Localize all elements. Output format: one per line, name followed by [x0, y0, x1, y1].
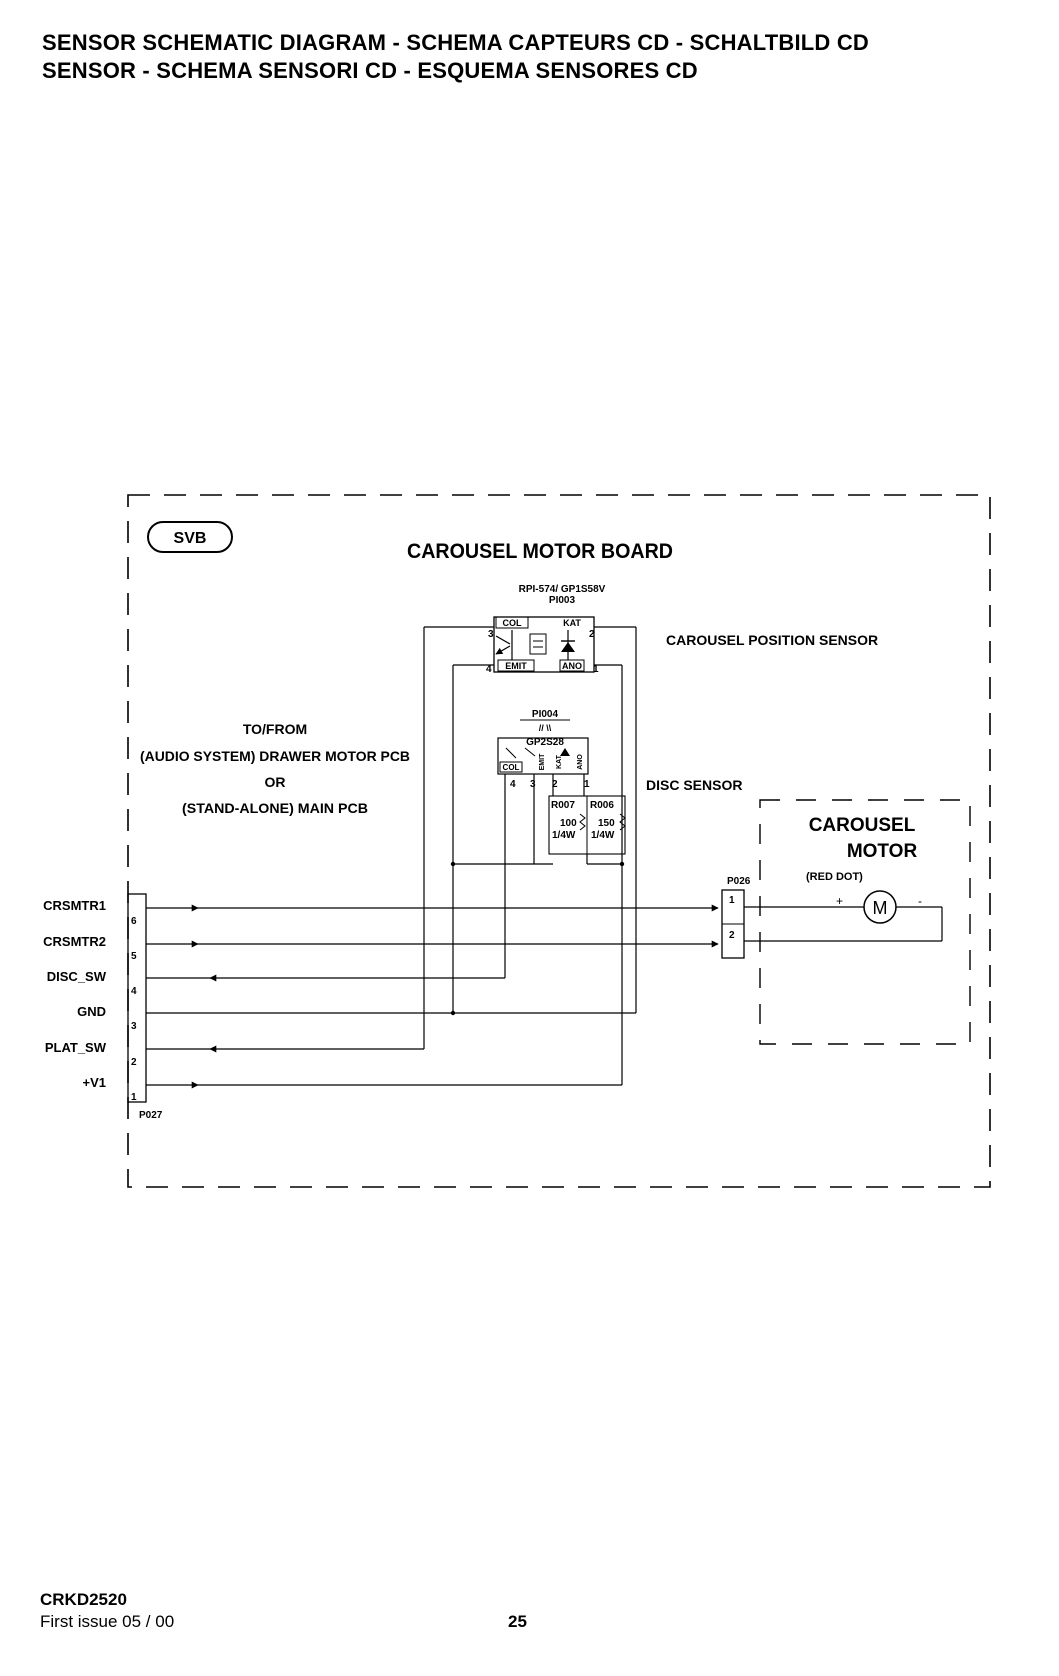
pi004-emit-label: EMIT: [539, 753, 546, 770]
pi003-col-label: COL: [503, 618, 523, 628]
motor-outline: [759, 799, 971, 1045]
interface-line-3: OR: [265, 774, 286, 790]
resistor-r006-ref: R006: [590, 800, 614, 811]
interface-line-2: (AUDIO SYSTEM) DRAWER MOTOR PCB: [140, 748, 410, 764]
disc-sensor-ref: PI004: [532, 709, 559, 720]
pi004-pin-3: 3: [530, 779, 536, 790]
wire-junctions: [450, 861, 625, 1016]
pi004-col-label: COL: [503, 763, 520, 772]
motor-minus: -: [918, 894, 922, 908]
p027-pin-4: 4: [131, 986, 137, 997]
p026-ref: P026: [727, 876, 751, 887]
position-sensor-part-numbers: RPI-574/ GP1S58V: [519, 584, 606, 595]
interface-line-1: TO/FROM: [243, 721, 307, 737]
position-sensor-pi003: RPI-574/ GP1S58V PI003 COL KAT EMIT ANO …: [486, 584, 606, 675]
svb-badge: SVB: [147, 521, 233, 553]
motor-title-line-1: CAROUSEL: [809, 815, 916, 836]
p027-pin-5: 5: [131, 951, 137, 962]
resistor-r006-value: 150: [598, 818, 615, 829]
footer-issue: First issue 05 / 00: [40, 1612, 175, 1631]
connector-p027: P027 CRSMTR1 CRSMTR2 DISC_SW GND PLAT_SW…: [43, 893, 163, 1121]
page-title-line-1: SENSOR SCHEMATIC DIAGRAM - SCHEMA CAPTEU…: [42, 30, 870, 55]
wiring: [146, 626, 719, 1089]
p026-pin-2: 2: [729, 930, 735, 941]
p027-pin-3: 3: [131, 1021, 137, 1032]
p027-ref: P027: [139, 1110, 163, 1121]
position-sensor-ref: PI003: [549, 595, 576, 606]
resistor-r007-power: 1/4W: [552, 830, 576, 841]
signal-gnd-label: GND: [77, 1004, 106, 1019]
motor-note: (RED DOT): [806, 871, 863, 883]
resistors: R007 R006 100 150 1/4W 1/4W: [548, 795, 626, 855]
signal-plat-sw-label: PLAT_SW: [45, 1040, 107, 1055]
pi003-kat-label: KAT: [563, 618, 581, 628]
pi003-emit-label: EMIT: [505, 661, 527, 671]
signal-crsmtr1-label: CRSMTR1: [43, 898, 106, 913]
resistor-r006-power: 1/4W: [591, 830, 615, 841]
signal-disc-sw-label: DISC_SW: [47, 969, 107, 984]
pi003-pin-1: 1: [593, 664, 599, 675]
signal-v1-label: +V1: [83, 1075, 107, 1090]
pi004-pin-1: 1: [584, 779, 590, 790]
pi003-pin-2: 2: [589, 629, 595, 640]
p026-pin-1: 1: [729, 895, 735, 906]
svg-text:// \\: // \\: [539, 723, 552, 733]
motor-plus: +: [836, 894, 843, 908]
disc-sensor-part: GP2S28: [526, 737, 564, 748]
page-title-line-2: SENSOR - SCHEMA SENSORI CD - ESQUEMA SEN…: [42, 58, 698, 83]
pi004-kat-label: KAT: [556, 754, 563, 769]
motor-title-line-2: MOTOR: [847, 841, 918, 862]
disc-sensor-pi004: PI004 // \\ GP2S28 COL EMIT KAT ANO 4 3 …: [497, 709, 590, 790]
disc-sensor-label: DISC SENSOR: [646, 777, 742, 793]
pi003-ano-label: ANO: [562, 661, 582, 671]
p027-pin-6: 6: [131, 916, 137, 927]
pi004-ano-label: ANO: [577, 754, 584, 770]
pi003-pin-4: 4: [486, 664, 492, 675]
interface-text: TO/FROM (AUDIO SYSTEM) DRAWER MOTOR PCB …: [140, 721, 410, 816]
svb-badge-label: SVB: [174, 530, 207, 547]
footer-model: CRKD2520: [40, 1590, 127, 1609]
resistor-r007-ref: R007: [551, 800, 575, 811]
p027-pin-1: 1: [131, 1092, 137, 1103]
page-number: 25: [508, 1612, 527, 1631]
pi004-pin-4: 4: [510, 779, 516, 790]
board-outline: [127, 494, 991, 1188]
position-sensor-label: CAROUSEL POSITION SENSOR: [666, 632, 878, 648]
pi003-pin-3: 3: [488, 629, 494, 640]
resistor-r007-value: 100: [560, 818, 577, 829]
carousel-motor: CAROUSEL MOTOR (RED DOT) + - M: [744, 815, 943, 942]
p027-pin-2: 2: [131, 1057, 137, 1068]
pi004-pin-2: 2: [552, 779, 558, 790]
motor-symbol: M: [873, 898, 888, 918]
signal-crsmtr2-label: CRSMTR2: [43, 934, 106, 949]
interface-line-4: (STAND-ALONE) MAIN PCB: [182, 800, 368, 816]
connector-p026: P026 1 2: [721, 876, 751, 959]
board-title: CAROUSEL MOTOR BOARD: [407, 540, 673, 563]
